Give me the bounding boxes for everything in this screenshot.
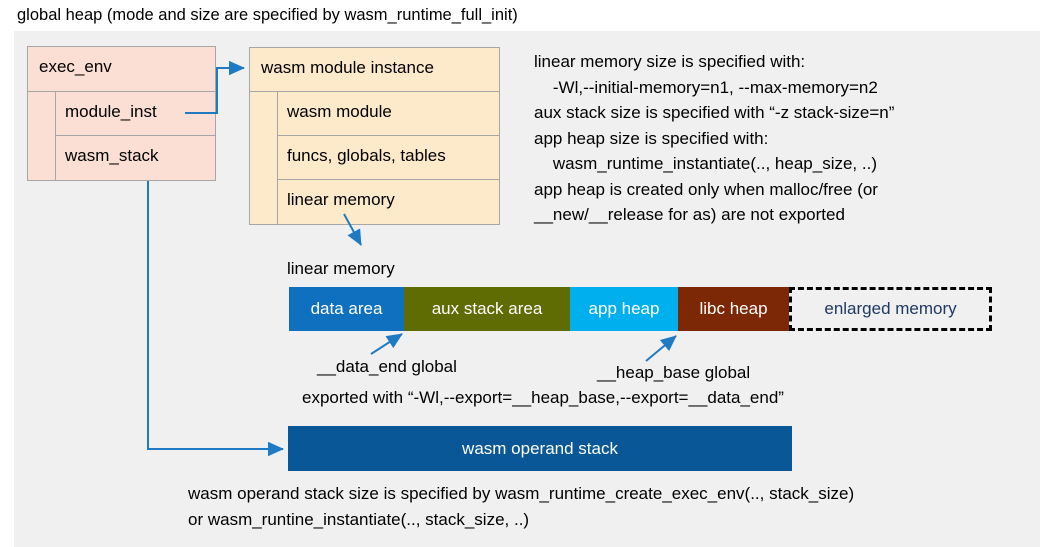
module-instance-row-label: linear memory — [287, 190, 395, 209]
memory-segment-aux-stack-area: aux stack area — [404, 287, 570, 331]
operand-stack-note: wasm operand stack size is specified by … — [188, 484, 855, 529]
exec-env-indent-column — [28, 92, 56, 180]
module-instance-row-label: wasm module — [287, 102, 392, 121]
page-title: global heap (mode and size are specified… — [17, 6, 518, 24]
module-instance-header-label: wasm module instance — [261, 58, 434, 77]
module-instance-row-funcs-globals-tables: funcs, globals, tables — [278, 136, 499, 180]
exec-env-row-label: wasm_stack — [65, 146, 159, 165]
module-instance-row-wasm-module: wasm module — [278, 92, 499, 136]
exec-env-box: exec_env module_inst wasm_stack — [27, 46, 216, 181]
exec-env-header-label: exec_env — [39, 57, 112, 76]
caption-data-end-global: __data_end global — [317, 357, 457, 376]
exec-env-row-wasm-stack: wasm_stack — [56, 136, 215, 180]
linear-memory-note: linear memory size is specified with: -W… — [534, 52, 895, 224]
wasm-operand-stack-bar: wasm operand stack — [288, 426, 792, 471]
module-instance-row-label: funcs, globals, tables — [287, 146, 446, 165]
exec-env-row-module-inst: module_inst — [56, 92, 215, 136]
exec-env-header: exec_env — [28, 47, 215, 92]
linear-memory-bar-label: linear memory — [287, 259, 395, 278]
memory-segment-data-area: data area — [289, 287, 404, 331]
caption-exported-with: exported with “-Wl,--export=__heap_base,… — [302, 388, 784, 407]
caption-heap-base-global: __heap_base global — [597, 363, 751, 382]
memory-segment-libc-heap: libc heap — [678, 287, 789, 331]
module-instance-header: wasm module instance — [250, 48, 499, 92]
module-instance-row-linear-memory: linear memory — [278, 180, 499, 224]
memory-segment-app-heap: app heap — [570, 287, 678, 331]
wasm-module-instance-box: wasm module instance wasm module funcs, … — [249, 47, 500, 225]
exec-env-row-label: module_inst — [65, 102, 157, 121]
memory-segment-enlarged-memory: enlarged memory — [789, 287, 992, 331]
module-instance-indent-column — [250, 92, 278, 224]
